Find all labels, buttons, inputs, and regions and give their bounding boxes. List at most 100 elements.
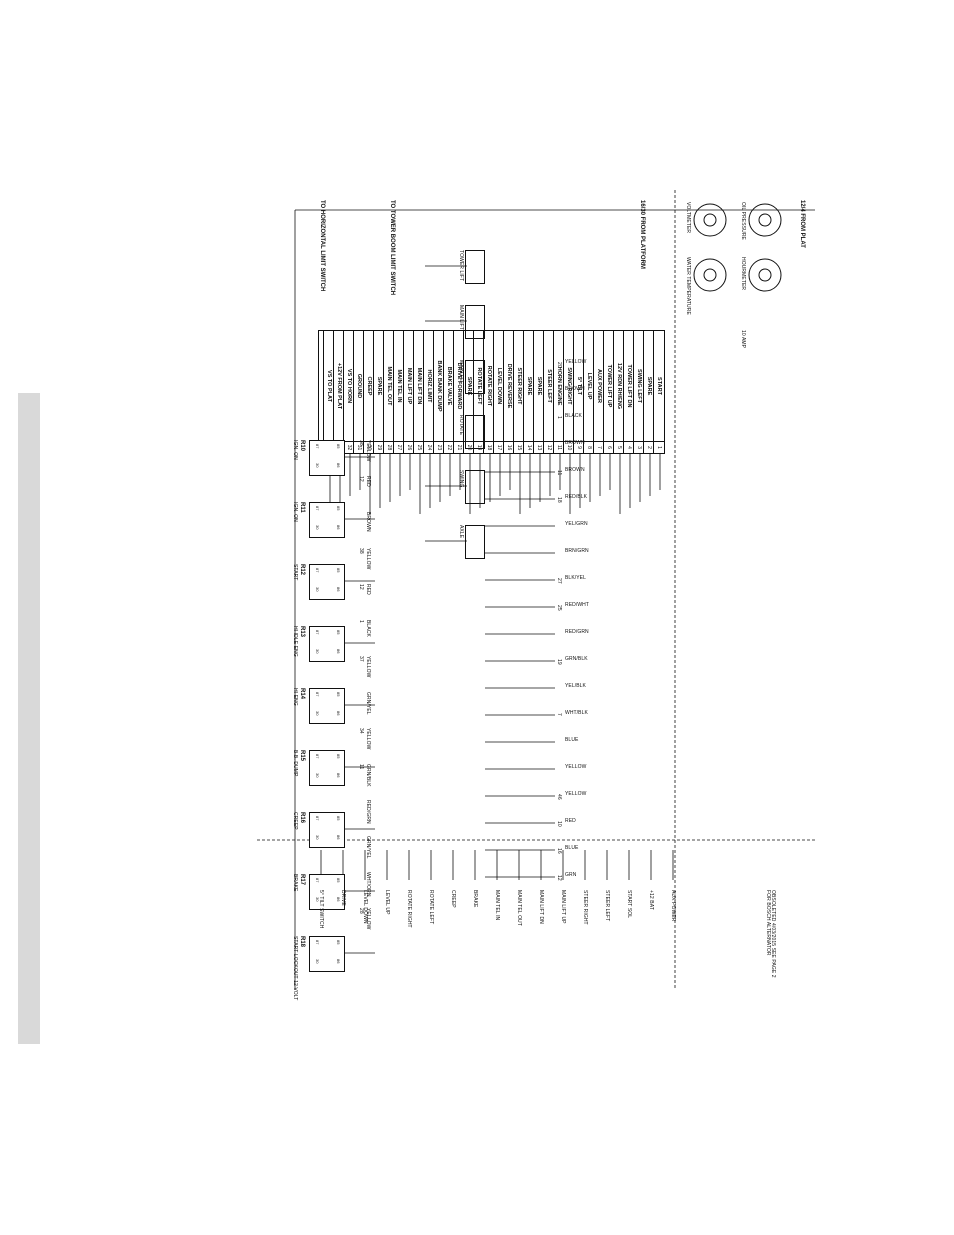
terminal-number: 1 [653,441,664,453]
relay-pin: 87 [315,568,320,573]
terminal-row: START [653,331,664,441]
harness-label: START SOL [626,890,632,919]
valve-label: MAIN TEL [458,360,464,384]
terminal-row: SPARE [533,331,544,441]
left-wire-label: YEL/GRN [565,521,588,527]
right-wire-label: RED [365,584,371,595]
section-12-4-from-plat: 12/4 FROM PLAT [799,200,805,248]
valve-label: ROTATE [458,415,464,436]
relay-pin: 86 [336,959,341,964]
left-wire-label: BRN/GRN [565,548,589,554]
terminal-row: GROUND [353,331,364,441]
relay-pin: 86 [336,711,341,716]
terminal-number: 22 [443,441,454,453]
terminal-row: +12V FROM PLAT [333,331,344,441]
harness-label: 5° TILT SWITCH [318,890,324,929]
relay-id: R10 [299,440,305,452]
left-wire-label: YELLOW [565,359,587,365]
terminal-number: 5 [613,441,624,453]
right-wire-number: 34 [358,728,364,734]
relay-name: IGN. ON [292,502,298,522]
right-wire-number: 12 [358,476,364,482]
gauge-label: HOURMETER [740,257,746,291]
relay-pin: 87 [315,816,320,821]
terminal-number: 13 [533,441,544,453]
left-wire-label: BROWN [565,467,585,473]
left-wire-number: 19 [556,659,562,665]
left-wire-label: WHT/BLK [565,710,588,716]
right-wire-label: BROWN [365,512,371,532]
left-wire-label: RED/WHT [565,602,590,608]
left-wire-number: 27 [556,578,562,584]
relay-pin: 86 [336,587,341,592]
relay-id: R17 [299,874,305,886]
relay-id: R12 [299,564,305,576]
terminal-number: 14 [523,441,534,453]
page-edge-tab [18,393,40,1044]
valve-label: AXLE [458,525,464,539]
terminal-number: 25 [413,441,424,453]
harness-label: STEER LEFT [604,890,610,922]
relay-name: HI IDLE ENG [292,626,298,657]
section-to-horizontal: TO HORIZONTAL LIMIT SWITCH [319,200,325,292]
terminal-number: 6 [603,441,614,453]
relay-pin: 30 [315,959,320,964]
valve-block [465,360,485,394]
terminal-number: 23 [433,441,444,453]
harness-label: LEVEL UP [384,890,390,915]
harness-label: LEVEL DOWN [362,890,368,924]
gauge-hub [758,213,772,227]
gauge-circle [693,203,727,237]
relay-pin: 86 [336,649,341,654]
relay-id: R16 [299,812,305,824]
terminal-number: 29 [373,441,384,453]
relay-pin: 86 [336,463,341,468]
left-wire-label: RED/BLK [565,494,588,500]
valve-label: MAIN LIFT [458,305,464,331]
gauge-label: OIL PRESSURE [740,202,746,240]
terminal-number: 21 [453,441,464,453]
relay-pin: 86 [336,773,341,778]
relay-pin: 85 [336,568,341,573]
relay-pin: 86 [336,835,341,840]
gauge-label: VOLTMETER [685,202,691,234]
relay-id: R15 [299,750,305,762]
left-wire-number: 12 [556,875,562,881]
relay-pin: 30 [315,835,320,840]
relay-pin: 30 [315,649,320,654]
relay-pin: 85 [336,754,341,759]
terminal-row: VS TO PLAT [323,331,334,441]
relay-name: START LOCKOUT 12 VOLT [292,936,298,1001]
left-wire-label: RED [565,818,576,824]
valve-block [465,415,485,449]
terminal-row: AUX POWER [593,331,604,441]
terminal-number: 2 [643,441,654,453]
relay-pin: 87 [315,630,320,635]
gauge-hub [703,268,717,282]
left-wire-number: 7 [556,713,562,716]
relay-id: R13 [299,626,305,638]
right-wire-label: RED [365,476,371,487]
terminal-row: BANK BANK DUMP [433,331,444,441]
relay-name: B.B. DUMP [292,750,298,777]
valve-block [465,470,485,504]
terminal-row: CREEP [363,331,374,441]
terminal-row: VS TO HORN [343,331,354,441]
valve-label: TOWER LIFT [458,250,464,282]
fuse-tag: 10 AMP [740,330,746,349]
terminal-row: SWING LEFT [633,331,644,441]
right-wire-label: GRN/BLK [365,764,371,787]
terminal-row: STEER RIGHT [513,331,524,441]
gauge-circle [693,258,727,292]
left-wire-number: 25 [556,605,562,611]
right-wire-number: 38 [358,440,364,446]
terminal-number: 16 [503,441,514,453]
left-wire-label: YELLOW [565,764,587,770]
harness-label: MAIN LIFT DN [538,890,544,924]
relay-id: R11 [299,502,305,513]
